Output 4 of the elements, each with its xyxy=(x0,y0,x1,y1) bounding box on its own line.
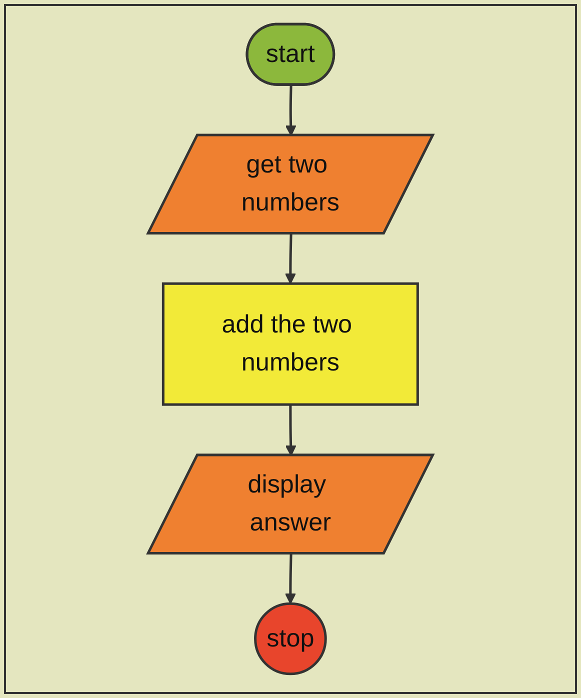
node-box: add the two numbers xyxy=(162,282,419,406)
arrow xyxy=(284,234,296,284)
arrow xyxy=(284,554,296,604)
node-circle: stop xyxy=(254,602,327,676)
